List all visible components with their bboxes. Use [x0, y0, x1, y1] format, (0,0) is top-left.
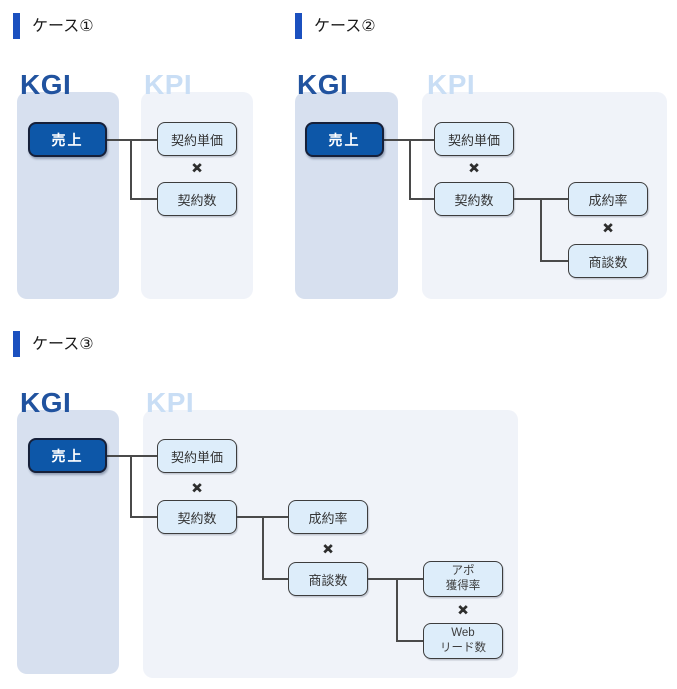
multiply-icon: ×	[458, 602, 468, 619]
multiply-icon: ×	[192, 480, 202, 497]
case-1-kgi-label: KGI	[20, 69, 72, 100]
connector-line	[540, 260, 568, 262]
multiply-icon: ×	[469, 160, 479, 177]
connector-line	[130, 139, 132, 199]
kpi-node-web-lead-count: Web リード数	[423, 623, 503, 659]
kpi-node-appointment-rate: アポ 獲得率	[423, 561, 503, 597]
connector-line	[262, 578, 288, 580]
case-3-kpi-label: KPI	[146, 387, 195, 418]
connector-line	[409, 198, 434, 200]
case-1-title: ケース①	[32, 18, 94, 35]
kpi-node-contract-count: 契約数	[157, 500, 237, 534]
multiply-icon: ×	[323, 541, 333, 558]
kpi-node-contract-count: 契約数	[434, 182, 514, 216]
connector-line	[368, 578, 423, 580]
kpi-node-contract-unit-price: 契約単価	[157, 122, 237, 156]
kpi-node-close-rate: 成約率	[568, 182, 648, 216]
kpi-node-deal-count: 商談数	[288, 562, 368, 596]
kgi-node-sales: 売上	[305, 122, 384, 157]
kpi-node-contract-unit-price: 契約単価	[157, 439, 237, 473]
case-1-accent-bar-icon	[13, 13, 20, 39]
case-2-kpi-label: KPI	[427, 69, 476, 100]
case-2-kgi-label: KGI	[297, 69, 349, 100]
connector-line	[130, 456, 132, 517]
multiply-icon: ×	[192, 160, 202, 177]
connector-line	[262, 517, 264, 579]
kpi-node-contract-count: 契約数	[157, 182, 237, 216]
case-2-accent-bar-icon	[295, 13, 302, 39]
connector-line	[514, 198, 568, 200]
connector-line	[396, 640, 423, 642]
kpi-node-deal-count: 商談数	[568, 244, 648, 278]
connector-line	[409, 139, 411, 199]
connector-line	[396, 579, 398, 641]
case-3-title: ケース③	[32, 336, 94, 353]
kpi-node-close-rate: 成約率	[288, 500, 368, 534]
case-2-title: ケース②	[314, 18, 376, 35]
connector-line	[237, 516, 288, 518]
case-3-kgi-label: KGI	[20, 387, 72, 418]
connector-line	[540, 199, 542, 261]
connector-line	[107, 139, 157, 141]
case-3-accent-bar-icon	[13, 331, 20, 357]
kpi-node-contract-unit-price: 契約単価	[434, 122, 514, 156]
kgi-node-sales: 売上	[28, 122, 107, 157]
case-1-kpi-label: KPI	[144, 69, 193, 100]
connector-line	[130, 198, 157, 200]
kgi-node-sales: 売上	[28, 438, 107, 473]
connector-line	[130, 516, 157, 518]
multiply-icon: ×	[603, 220, 613, 237]
connector-line	[107, 455, 157, 457]
